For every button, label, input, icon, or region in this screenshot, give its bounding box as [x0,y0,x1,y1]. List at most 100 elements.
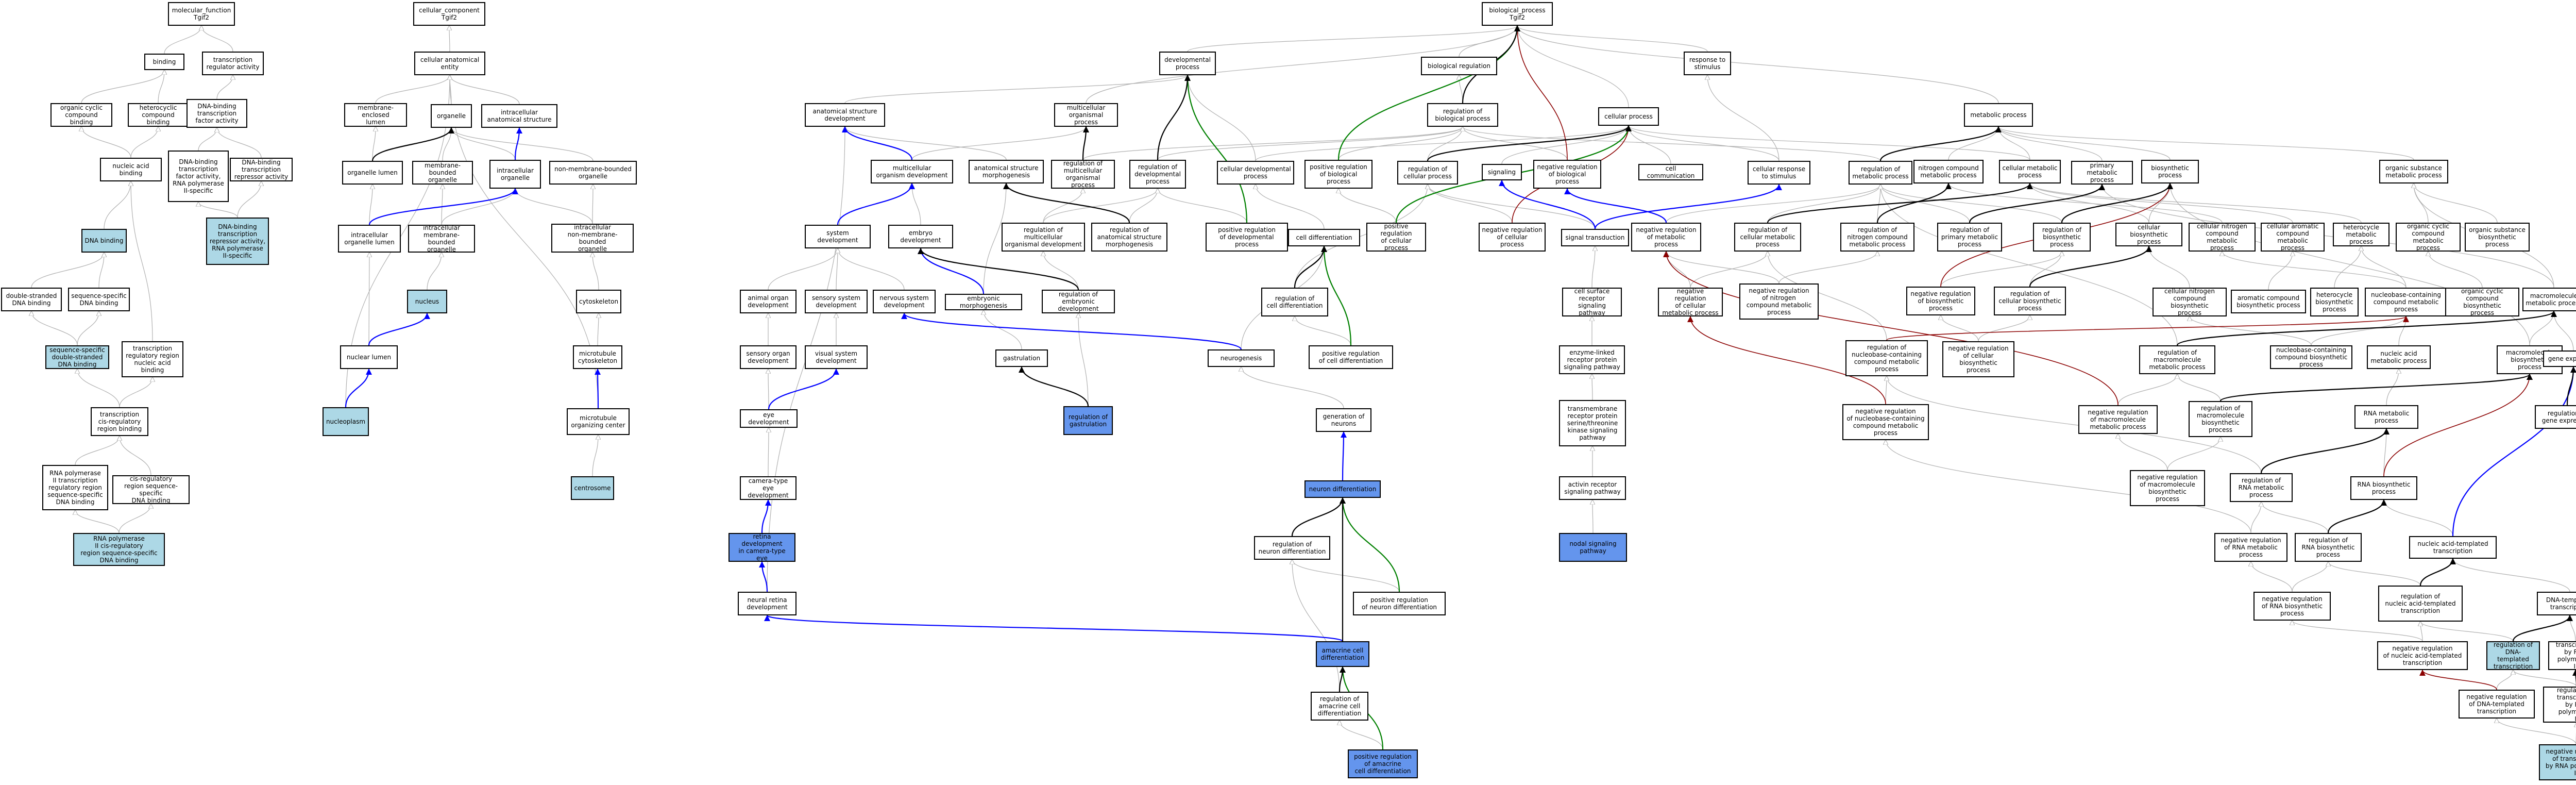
edge-eyedev-to-sod [768,369,769,410]
edge-mbo-to-organelle [442,128,451,161]
edge-centrosome-to-mtoc [592,435,598,477]
go-term-arsp: activin receptor signaling pathway [1559,476,1626,500]
go-term-crs: cellular response to stimulus [1748,161,1810,185]
edge-rnap2crrssdb-to-crrssdb [118,504,151,533]
edge-nmbo-to-organelle [451,128,594,161]
edge-mmp-to-pmp [2102,185,2554,288]
edge-mtcs-to-cytoskeleton [598,313,599,346]
go-term-rbp: regulation of biological process [1427,103,1498,127]
edge-cdevp-to-devp [1188,75,1256,161]
edge-dsdna-to-dnab [31,253,104,288]
edge-occb-to-binding [81,70,164,104]
edge-prdevp-to-rdevp [1158,189,1247,223]
go-term-occbp: organic cyclic compound biosynthetic pro… [2445,288,2519,316]
edge-rmcod-to-rmcop [1043,189,1083,223]
edge-cytoskeleton-to-inmbo [592,253,599,290]
edge-biosyn-to-metp [1998,127,2171,160]
edge-trra-to-mf [201,26,233,52]
edge-rnap2trrssdb-to-tcrrb [75,436,120,465]
go-term-sysdev: system development [805,225,871,248]
edge-osmp-to-metp [1998,127,2414,160]
edge-nrbp-to-rbp [1463,127,1568,160]
go-term-tcrrb: transcription cis-regulatory region bind… [91,407,148,436]
go-term-dnab: DNA binding [81,229,127,253]
edge-celldiff-to-cdevp [1256,185,1325,229]
edge-nrncmp-to-rncmp [1778,252,1877,284]
edge-rcmp-to-cmp [1767,183,2033,223]
edge-prcp-to-prbp [1338,189,1397,223]
go-term-neurdiff: neuron differentiation [1304,480,1381,498]
edge-rgexp-to-gexp [2566,366,2576,406]
edge-sigtrans-to-crs [1594,184,1782,229]
edge-prbp-to-rbp [1338,127,1463,160]
go-term-hcb: heterocyclic compound binding [128,103,189,127]
go-term-nrcp: negative regulation of cellular process [1479,223,1546,252]
go-term-rrnabp: regulation of RNA biosynthetic process [2295,533,2362,562]
go-term-rts: response to stimulus [1684,52,1731,75]
edge-nodal-to-arsp [1592,500,1593,533]
edge-rcp-to-rbp [1427,127,1463,161]
go-term-csrsp: cell surface receptor signaling pathway [1562,288,1622,316]
go-term-nrcmp: negative regulation of cellular metaboli… [1658,288,1723,316]
go-term-cae: cellular anatomical entity [414,52,485,75]
go-term-occmp: organic cyclic compound metabolic proces… [2396,223,2461,252]
edge-rrnabp-to-rrnamp [2261,502,2329,533]
edge-rcd-to-celldiff [1294,246,1327,288]
go-term-rncmp: regulation of nitrogen compound metaboli… [1840,223,1914,252]
edge-rpmp-to-pmp [1969,184,2105,223]
edge-rbiosyn-to-biosyn [2061,183,2173,223]
edge-rasm-to-asm [1003,183,1130,223]
edge-ssd-to-sysdev [836,248,838,290]
edge-inmbo-to-io [515,189,593,224]
edge-nrncmp-to-nrmp [1666,252,1780,284]
go-term-rdevp: regulation of developmental process [1129,160,1186,189]
edge-metp-to-bp [1517,26,1999,104]
edge-rmmp-to-mmp [2176,310,2557,346]
edge-trrnab-to-nab [131,181,153,342]
go-term-natt: nucleic acid-templated transcription [2409,536,2497,559]
go-term-ncmp: nitrogen compound metabolic process [1913,160,1984,183]
edge-embmorph-to-embdev [918,248,985,294]
edge-nretdev-to-retdev [759,561,768,592]
edge-rmmbp-to-rmmp [2177,374,2221,402]
edge-cdevp-to-cp [1255,126,1629,161]
go-term-cncbp: cellular nitrogen compound biosynthetic … [2153,288,2227,316]
go-term-iol: intracellular organelle lumen [338,225,401,253]
edge-eyedev-to-vsd [768,369,839,410]
edge-crrssdb-to-tcrrb [120,436,151,476]
go-term-trra: transcription regulator activity [202,52,264,75]
go-term-nrrnamp: negative regulation of RNA metabolic pro… [2214,533,2287,562]
edge-natt-to-rnabp [2384,500,2453,537]
go-term-dbtra_pol2: DNA-binding transcription repressor acti… [206,218,269,265]
edge-nbccmp-to-cncmp [2222,252,2406,288]
edge-nrmmp-to-rmmp [2117,374,2177,406]
edge-inmbo-to-nmbo [592,185,593,224]
go-term-nucleus: nucleus [407,290,447,313]
go-term-cncmp: cellular nitrogen compound metabolic pro… [2189,223,2256,252]
edge-nsd-to-sysdev [838,248,905,290]
edge-rnap2crrssdb-to-rnap2trrssdb [75,510,120,533]
go-term-acbp: aromatic compound biosynthetic process [2231,290,2306,313]
edge-rcbiosyn-to-cbiosyn [2029,246,2152,287]
edge-hcbp-to-hcmp [2334,246,2361,288]
edge-nrmmbp-to-nrmmp [2118,434,2168,471]
edge-rtrpol2-to-rdnatt [2513,670,2576,687]
go-term-dbtra: DNA-binding transcription repressor acti… [230,158,293,181]
go-term-nrnatt: negative regulation of nucleic acid-temp… [2377,641,2468,670]
go-term-nbccmp: nucleobase-containing compound metabolic… [2365,288,2447,316]
go-term-nrcbiosyn: negative regulation of cellular biosynth… [1942,341,2014,377]
go-term-cbiosyn: cellular biosynthetic process [2115,223,2182,246]
edge-dbtfa-to-trra [216,75,233,99]
go-term-dsdna: double-stranded DNA binding [1,288,62,311]
edge-nrbiosyn-to-rbiosyn [1940,252,2062,287]
go-term-rnabp: RNA biosynthetic process [2350,476,2417,500]
go-term-metp: metabolic process [1964,103,2033,127]
edge-nrcmp-to-rcmp [1690,252,1768,288]
go-term-rmp: regulation of metabolic process [1849,161,1912,185]
go-term-cytoskeleton: cytoskeleton [576,290,621,313]
edge-prdevp-to-devp [1184,75,1248,223]
edge-csrsp-to-sigtrans [1591,246,1595,288]
edge-acmp-to-cmp [2030,183,2293,223]
go-term-nab: nucleic acid binding [100,158,162,181]
